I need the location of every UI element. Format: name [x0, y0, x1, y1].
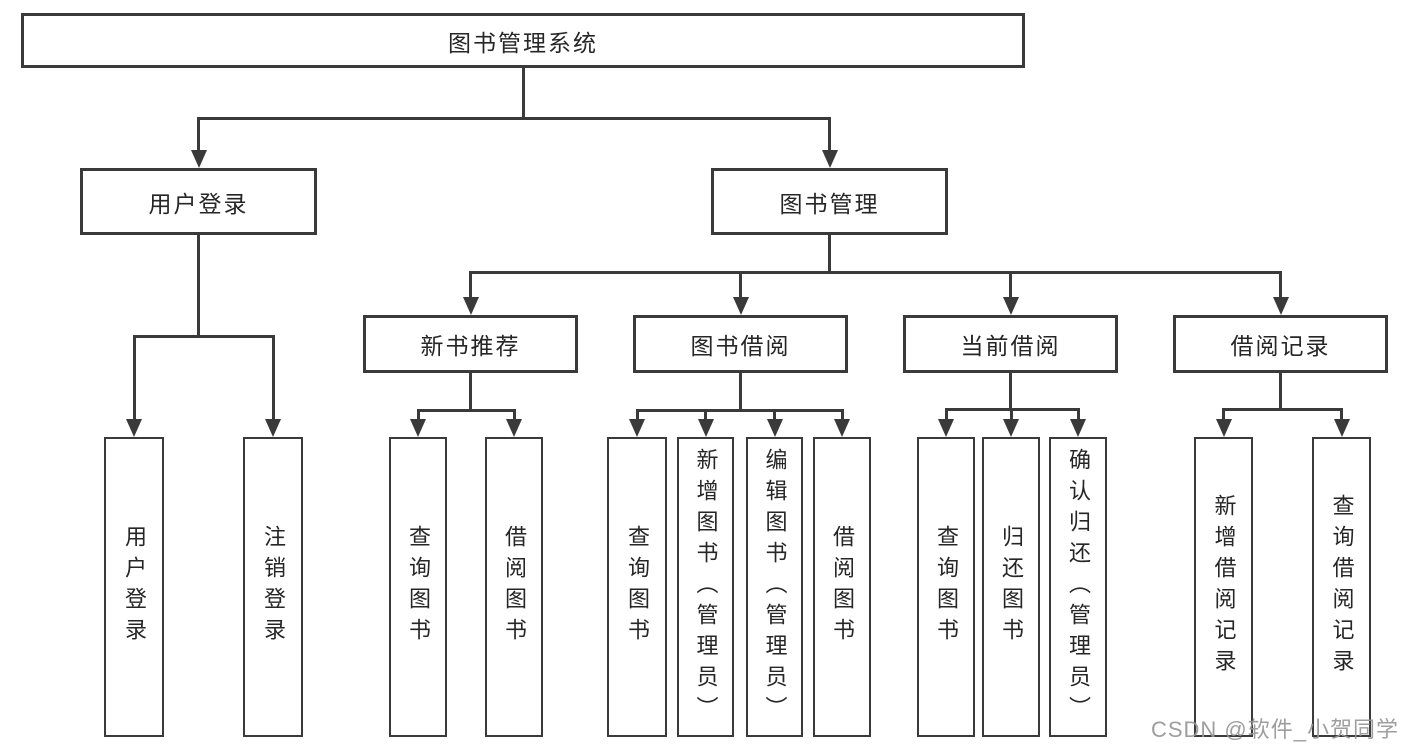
edge-drop [1009, 272, 1012, 299]
node-label: 图书管理 [779, 190, 880, 217]
node-label: 注销登录 [261, 525, 286, 649]
watermark: CSDN @软件_小贺同学 [1150, 717, 1399, 742]
edge-drop [197, 118, 200, 152]
arrow-down-icon [126, 419, 142, 437]
arrow-down-icon [938, 419, 954, 437]
arrow-down-icon [1215, 419, 1232, 437]
node-label: 确认归还（管理员） [1066, 447, 1091, 727]
edge-drop [1076, 409, 1080, 421]
node-query-books-borrow: 查询图书 [607, 437, 667, 737]
edge-stem [828, 235, 831, 274]
arrow-down-icon [629, 419, 645, 437]
edge-bus [469, 270, 1282, 274]
arrow-down-icon [506, 419, 522, 437]
node-label: 借阅记录 [1230, 333, 1331, 359]
node-add-borrow-record: 新增借阅记录 [1194, 437, 1253, 737]
edge-drop [635, 410, 639, 421]
node-label: 图书管理系统 [448, 29, 598, 56]
edge-drop [1009, 409, 1013, 421]
arrow-down-icon [1272, 297, 1289, 315]
arrow-down-icon [1002, 297, 1019, 315]
node-query-books-recommend: 查询图书 [389, 437, 447, 737]
node-borrow-books: 借阅图书 [813, 437, 871, 737]
edge-stem [1009, 373, 1012, 411]
edge-drop [132, 336, 136, 421]
edge-stem [521, 68, 525, 120]
edge-bus [132, 334, 275, 338]
edge-drop [1222, 409, 1225, 421]
node-book-borrowing: 图书借阅 [633, 315, 848, 373]
node-label: 查询图书 [406, 525, 431, 649]
node-label: 当前借阅 [960, 333, 1061, 359]
edge-stem [1279, 373, 1282, 411]
edge-bus [635, 408, 844, 412]
edge-stem [739, 373, 742, 412]
arrow-down-icon [821, 150, 838, 168]
node-label: 归还图书 [999, 525, 1024, 649]
node-label: 图书借阅 [690, 333, 791, 359]
arrow-down-icon [410, 419, 426, 437]
node-borrowing-records: 借阅记录 [1173, 315, 1388, 373]
node-confirm-return-admin: 确认归还（管理员） [1049, 437, 1107, 737]
edge-drop [828, 118, 831, 152]
edge-drop [773, 410, 776, 421]
node-current-borrowing: 当前借阅 [903, 315, 1118, 373]
edge-drop [271, 336, 275, 421]
edge-bus [197, 116, 831, 120]
node-label: 借阅图书 [830, 525, 855, 649]
node-query-borrow-record: 查询借阅记录 [1312, 437, 1371, 737]
edge-drop [1279, 272, 1282, 299]
arrow-down-icon [462, 297, 479, 315]
node-book-management-module: 图书管理 [711, 168, 948, 235]
node-label: 借阅图书 [502, 525, 527, 649]
node-label: 查询图书 [934, 525, 959, 649]
edge-drop [704, 410, 707, 421]
edge-drop [416, 410, 420, 421]
edge-drop [739, 272, 742, 299]
node-label: 新书推荐 [420, 333, 521, 359]
node-label: 新增图书（管理员） [693, 447, 719, 727]
arrow-down-icon [834, 419, 850, 437]
node-label: 编辑图书（管理员） [762, 447, 788, 727]
node-library-management-system: 图书管理系统 [21, 13, 1025, 68]
edge-stem [197, 235, 200, 338]
node-logout: 注销登录 [243, 437, 303, 737]
node-label: 新增借阅记录 [1211, 494, 1237, 680]
edge-drop [1340, 409, 1343, 421]
node-new-book-recommendation: 新书推荐 [363, 315, 578, 373]
arrow-down-icon [1070, 419, 1086, 437]
node-add-books-admin: 新增图书（管理员） [677, 437, 734, 737]
edge-bus [1222, 407, 1343, 411]
edge-drop [512, 410, 516, 421]
arrow-down-icon [265, 419, 281, 437]
node-user-login: 用户登录 [104, 437, 164, 737]
arrow-down-icon [697, 419, 714, 437]
arrow-down-icon [732, 297, 749, 315]
node-query-books-current: 查询图书 [917, 437, 975, 737]
node-label: 查询图书 [625, 525, 650, 649]
node-label: 用户登录 [148, 190, 249, 217]
node-user-login-module: 用户登录 [80, 168, 317, 235]
edge-drop [469, 272, 472, 299]
arrow-down-icon [1333, 419, 1350, 437]
arrow-down-icon [766, 419, 783, 437]
arrow-down-icon [190, 150, 207, 168]
edge-stem [469, 373, 472, 412]
edge-bus [416, 408, 516, 412]
node-return-books: 归还图书 [982, 437, 1040, 737]
arrow-down-icon [1003, 419, 1019, 437]
edge-drop [840, 410, 844, 421]
edge-drop [944, 409, 948, 421]
node-label: 用户登录 [122, 525, 147, 649]
node-borrow-books-recommend: 借阅图书 [485, 437, 543, 737]
node-label: 查询借阅记录 [1329, 494, 1355, 680]
node-edit-books-admin: 编辑图书（管理员） [746, 437, 803, 737]
